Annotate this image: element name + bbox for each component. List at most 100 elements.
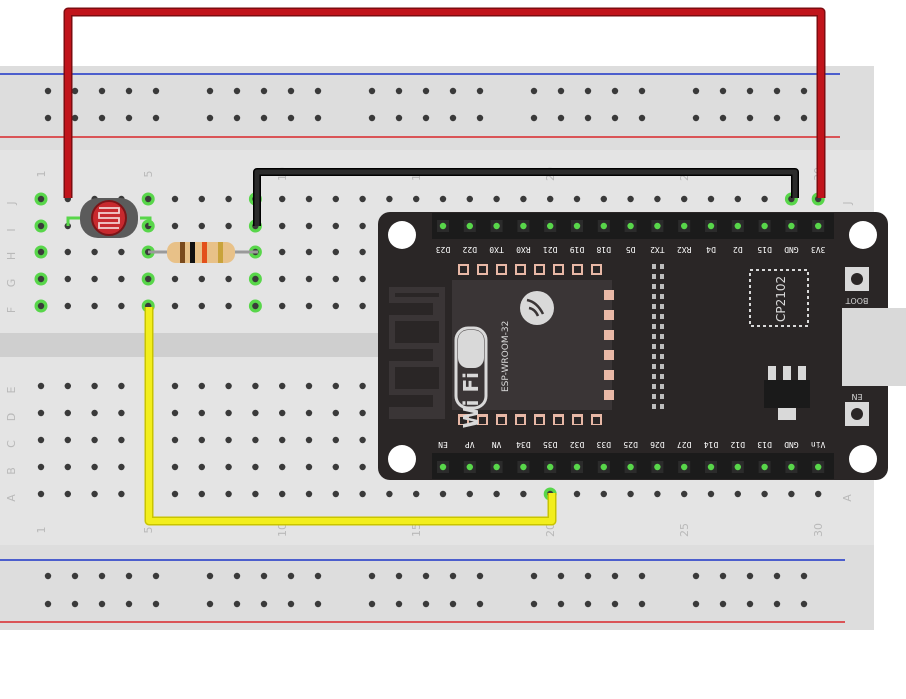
breadboard-hole [530, 87, 538, 95]
breadboard-hole [332, 195, 339, 203]
pin-label: D25 [623, 440, 638, 449]
pin-contact [627, 222, 634, 230]
pin-contact [439, 222, 447, 230]
breadboard-hole [152, 114, 160, 122]
breadboard-hole [314, 572, 322, 580]
breadboard-hole [225, 302, 232, 310]
breadboard-hole [611, 87, 619, 95]
breadboard-hole [746, 572, 754, 580]
pin-label: D2 [733, 245, 743, 254]
pin-contact [520, 222, 527, 230]
breadboard-hole [395, 600, 403, 608]
breadboard-hole [368, 600, 376, 608]
breadboard-hole [476, 87, 484, 95]
breadboard-label: 30 [812, 523, 825, 537]
breadboard-hole [719, 87, 727, 95]
breadboard-hole [206, 87, 214, 95]
breadboard-hole [171, 436, 179, 444]
breadboard-hole [171, 302, 179, 310]
breadboard-hole [64, 275, 72, 283]
breadboard-hole [439, 490, 447, 498]
breadboard-hole [746, 114, 754, 122]
breadboard-hole [305, 222, 313, 230]
voltage-regulator [764, 380, 810, 408]
breadboard-hole [761, 490, 768, 498]
breadboard-hole [654, 195, 661, 203]
breadboard-hole [91, 436, 98, 444]
breadboard-hole [584, 600, 592, 608]
pin-contact [493, 222, 500, 230]
breadboard-hole [305, 248, 313, 256]
breadboard-hole [37, 463, 45, 471]
breadboard-hole [287, 87, 295, 95]
breadboard-hole [37, 222, 45, 230]
breadboard-hole [233, 87, 241, 95]
breadboard-label: I [5, 228, 18, 231]
breadboard-hole [359, 248, 366, 256]
breadboard-hole [815, 490, 822, 498]
breadboard-hole [746, 600, 754, 608]
breadboard-hole [530, 572, 538, 580]
breadboard-hole [125, 600, 133, 608]
breadboard-hole [252, 436, 259, 444]
pin-contact [761, 222, 768, 230]
pin-label: D26 [650, 440, 665, 449]
breadboard-hole [171, 382, 179, 390]
breadboard-hole [368, 572, 376, 580]
module-pad [604, 310, 614, 320]
breadboard-hole [627, 490, 634, 498]
breadboard-hole [125, 572, 133, 580]
breadboard-label: 25 [678, 523, 691, 537]
breadboard-hole [260, 87, 268, 95]
breadboard-hole [64, 409, 72, 417]
breadboard-hole [359, 302, 366, 310]
breadboard-hole [530, 600, 538, 608]
breadboard-hole [37, 382, 45, 390]
pin-label: D13 [757, 440, 772, 449]
breadboard-hole [692, 87, 700, 95]
breadboard-hole [332, 275, 339, 283]
breadboard-hole [386, 490, 393, 498]
breadboard-hole [37, 409, 45, 417]
breadboard-hole [37, 302, 45, 310]
breadboard-hole [638, 87, 646, 95]
breadboard-hole [252, 463, 259, 471]
module-pad [604, 290, 614, 300]
breadboard-hole [305, 463, 313, 471]
pin-contact [547, 222, 554, 230]
breadboard-hole [118, 275, 125, 283]
pin-label: GND [784, 245, 799, 254]
breadboard-hole [305, 195, 313, 203]
breadboard-hole [206, 114, 214, 122]
breadboard-hole [260, 600, 268, 608]
breadboard-hole [198, 222, 205, 230]
breadboard-hole [449, 114, 457, 122]
mount-hole [849, 221, 877, 249]
breadboard-hole [422, 114, 430, 122]
breadboard-hole [449, 87, 457, 95]
pin-label: D15 [757, 245, 772, 254]
pin-contact [654, 463, 661, 471]
breadboard-hole [359, 195, 366, 203]
breadboard-hole [206, 600, 214, 608]
breadboard-hole [118, 302, 125, 310]
breadboard-hole [761, 195, 768, 203]
smd-pad-columns [652, 264, 664, 409]
breadboard-hole [638, 572, 646, 580]
breadboard-hole [359, 463, 366, 471]
breadboard-hole [638, 114, 646, 122]
pin-contact [573, 463, 581, 471]
breadboard-hole [359, 409, 366, 417]
mount-hole [388, 221, 416, 249]
breadboard-hole [557, 87, 565, 95]
pin-contact [815, 463, 822, 471]
breadboard-hole [260, 114, 268, 122]
pin-label: D21 [543, 245, 558, 254]
mount-hole [388, 445, 416, 473]
breadboard-hole [279, 436, 286, 444]
breadboard-hole [681, 490, 688, 498]
breadboard-hole [125, 114, 133, 122]
breadboard-hole [773, 114, 781, 122]
breadboard-hole [395, 572, 403, 580]
svg-text:Wi Fi: Wi Fi [459, 372, 483, 428]
